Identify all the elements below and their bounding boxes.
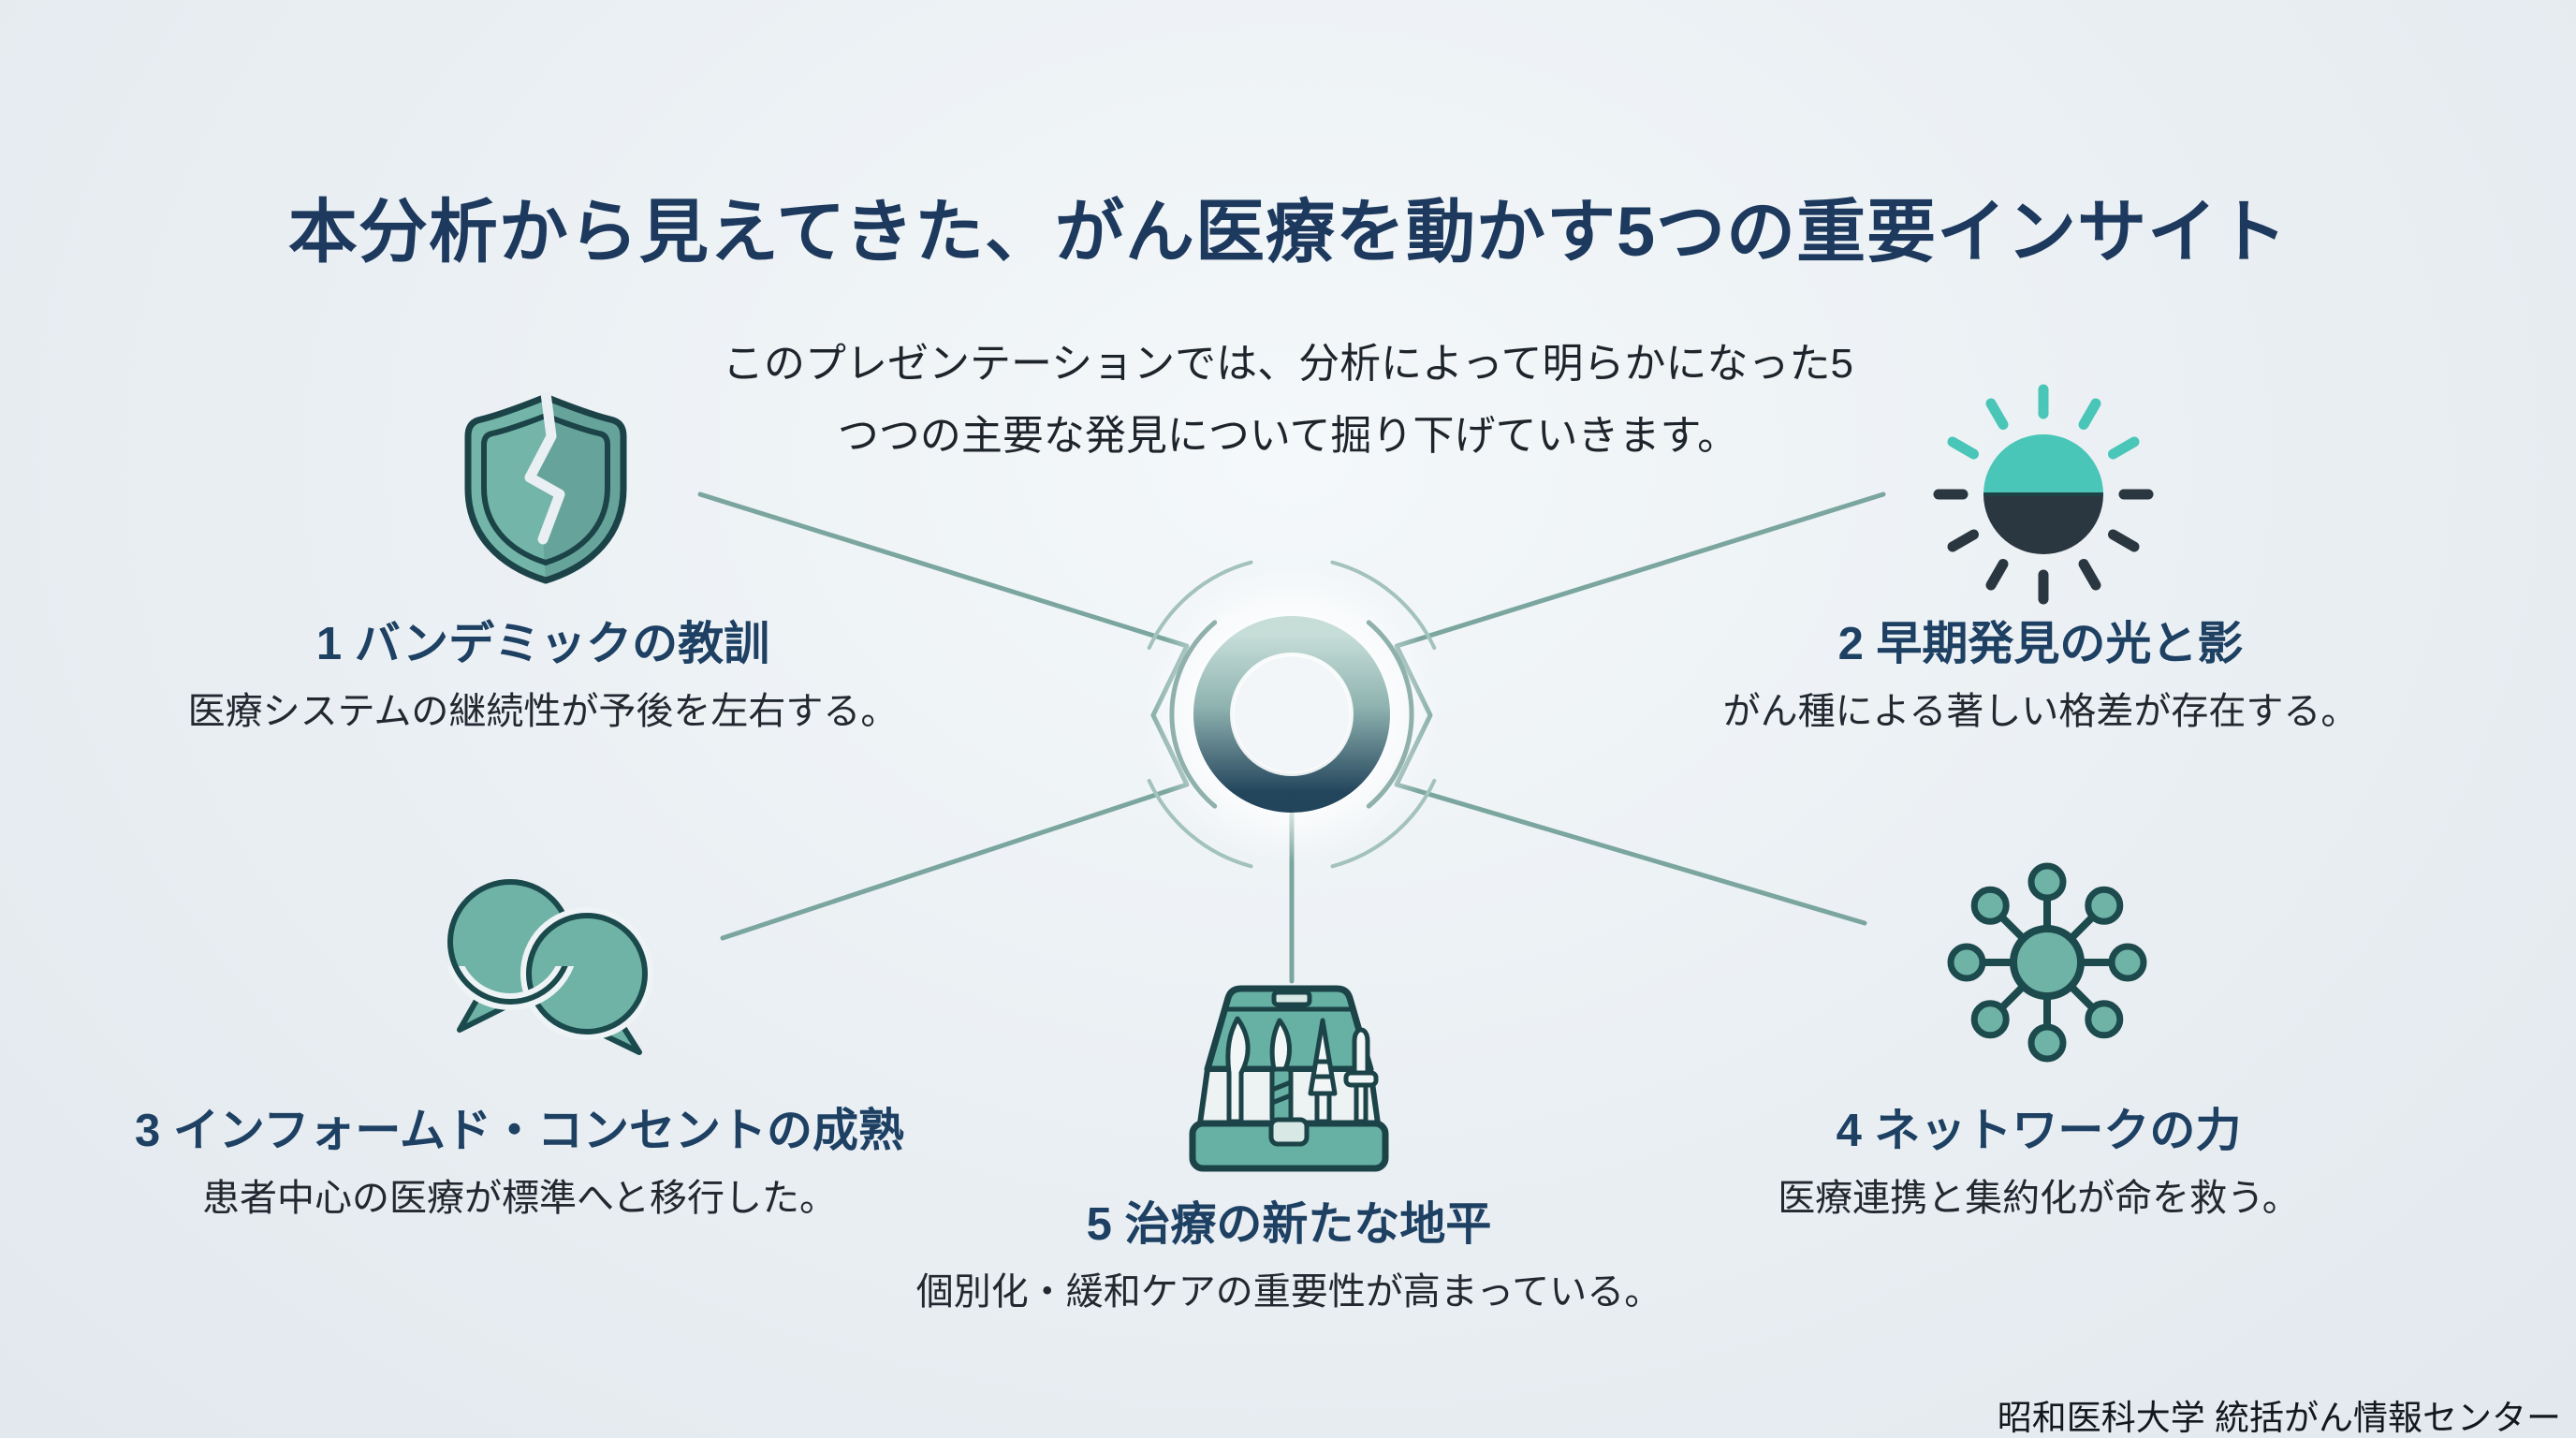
- insight-item-4: 4 ネットワークの力 医療連携と集約化が命を救う。: [1608, 1105, 2469, 1223]
- center-ring-graphic: [1095, 518, 1488, 911]
- footer-credit: 昭和医科大学 統括がん情報センター: [1997, 1399, 2561, 1437]
- medical-toolbox-icon: [1181, 983, 1397, 1175]
- gradient-ring: [1193, 616, 1390, 813]
- subtitle-line-2: つつの主要な発見について掘り下げていきます。: [837, 413, 1739, 459]
- network-hub-icon: [1939, 855, 2155, 1070]
- ring-outer-arcs: [1147, 560, 1437, 869]
- insight-1-heading: 1 バンデミックの教訓: [315, 619, 770, 669]
- insight-item-5: 5 治療の新たな地平 個別化・緩和ケアの重要性が高まっている。: [858, 1198, 1720, 1316]
- insight-3-description: 患者中心の医療が標準へと移行した。: [202, 1177, 837, 1219]
- ring-inner-edge: [1230, 653, 1354, 776]
- ring-hole: [1234, 656, 1350, 772]
- insight-5-description: 個別化・緩和ケアの重要性が高まっている。: [915, 1270, 1662, 1313]
- ring-side-arcs: [1169, 620, 1414, 809]
- subtitle-line-1: このプレゼンテーションでは、分析によって明らかになった5: [722, 341, 1854, 387]
- insight-3-heading: 3 インフォームド・コンセントの成熟: [135, 1106, 904, 1156]
- insight-2-description: がん種による著しい格差が存在する。: [1722, 690, 2359, 732]
- insight-4-description: 医療連携と集約化が命を救う。: [1778, 1177, 2300, 1219]
- half-sun-icon: [1931, 380, 2156, 605]
- cracked-shield-icon: [461, 391, 631, 586]
- insight-2-heading: 2 早期発見の光と影: [1837, 619, 2244, 669]
- insight-4-heading: 4 ネットワークの力: [1836, 1106, 2242, 1156]
- speech-bubbles-icon: [426, 869, 673, 1058]
- insight-1-description: 医療システムの継続性が予後を左右する。: [187, 690, 899, 732]
- insight-item-1: 1 バンデミックの教訓 医療システムの継続性が予後を左右する。: [112, 618, 973, 736]
- insight-5-heading: 5 治療の新たな地平: [1086, 1199, 1492, 1250]
- slide-title: 本分析から見えてきた、がん医療を動かす5つの重要インサイト: [287, 192, 2289, 271]
- slide-subtitle: このプレゼンテーションでは、分析によって明らかになった5 つつの主要な発見につい…: [0, 328, 2576, 472]
- insight-item-3: 3 インフォームド・コンセントの成熟 患者中心の医療が標準へと移行した。: [89, 1105, 950, 1223]
- insight-item-2: 2 早期発見の光と影 がん種による著しい格差が存在する。: [1610, 618, 2471, 736]
